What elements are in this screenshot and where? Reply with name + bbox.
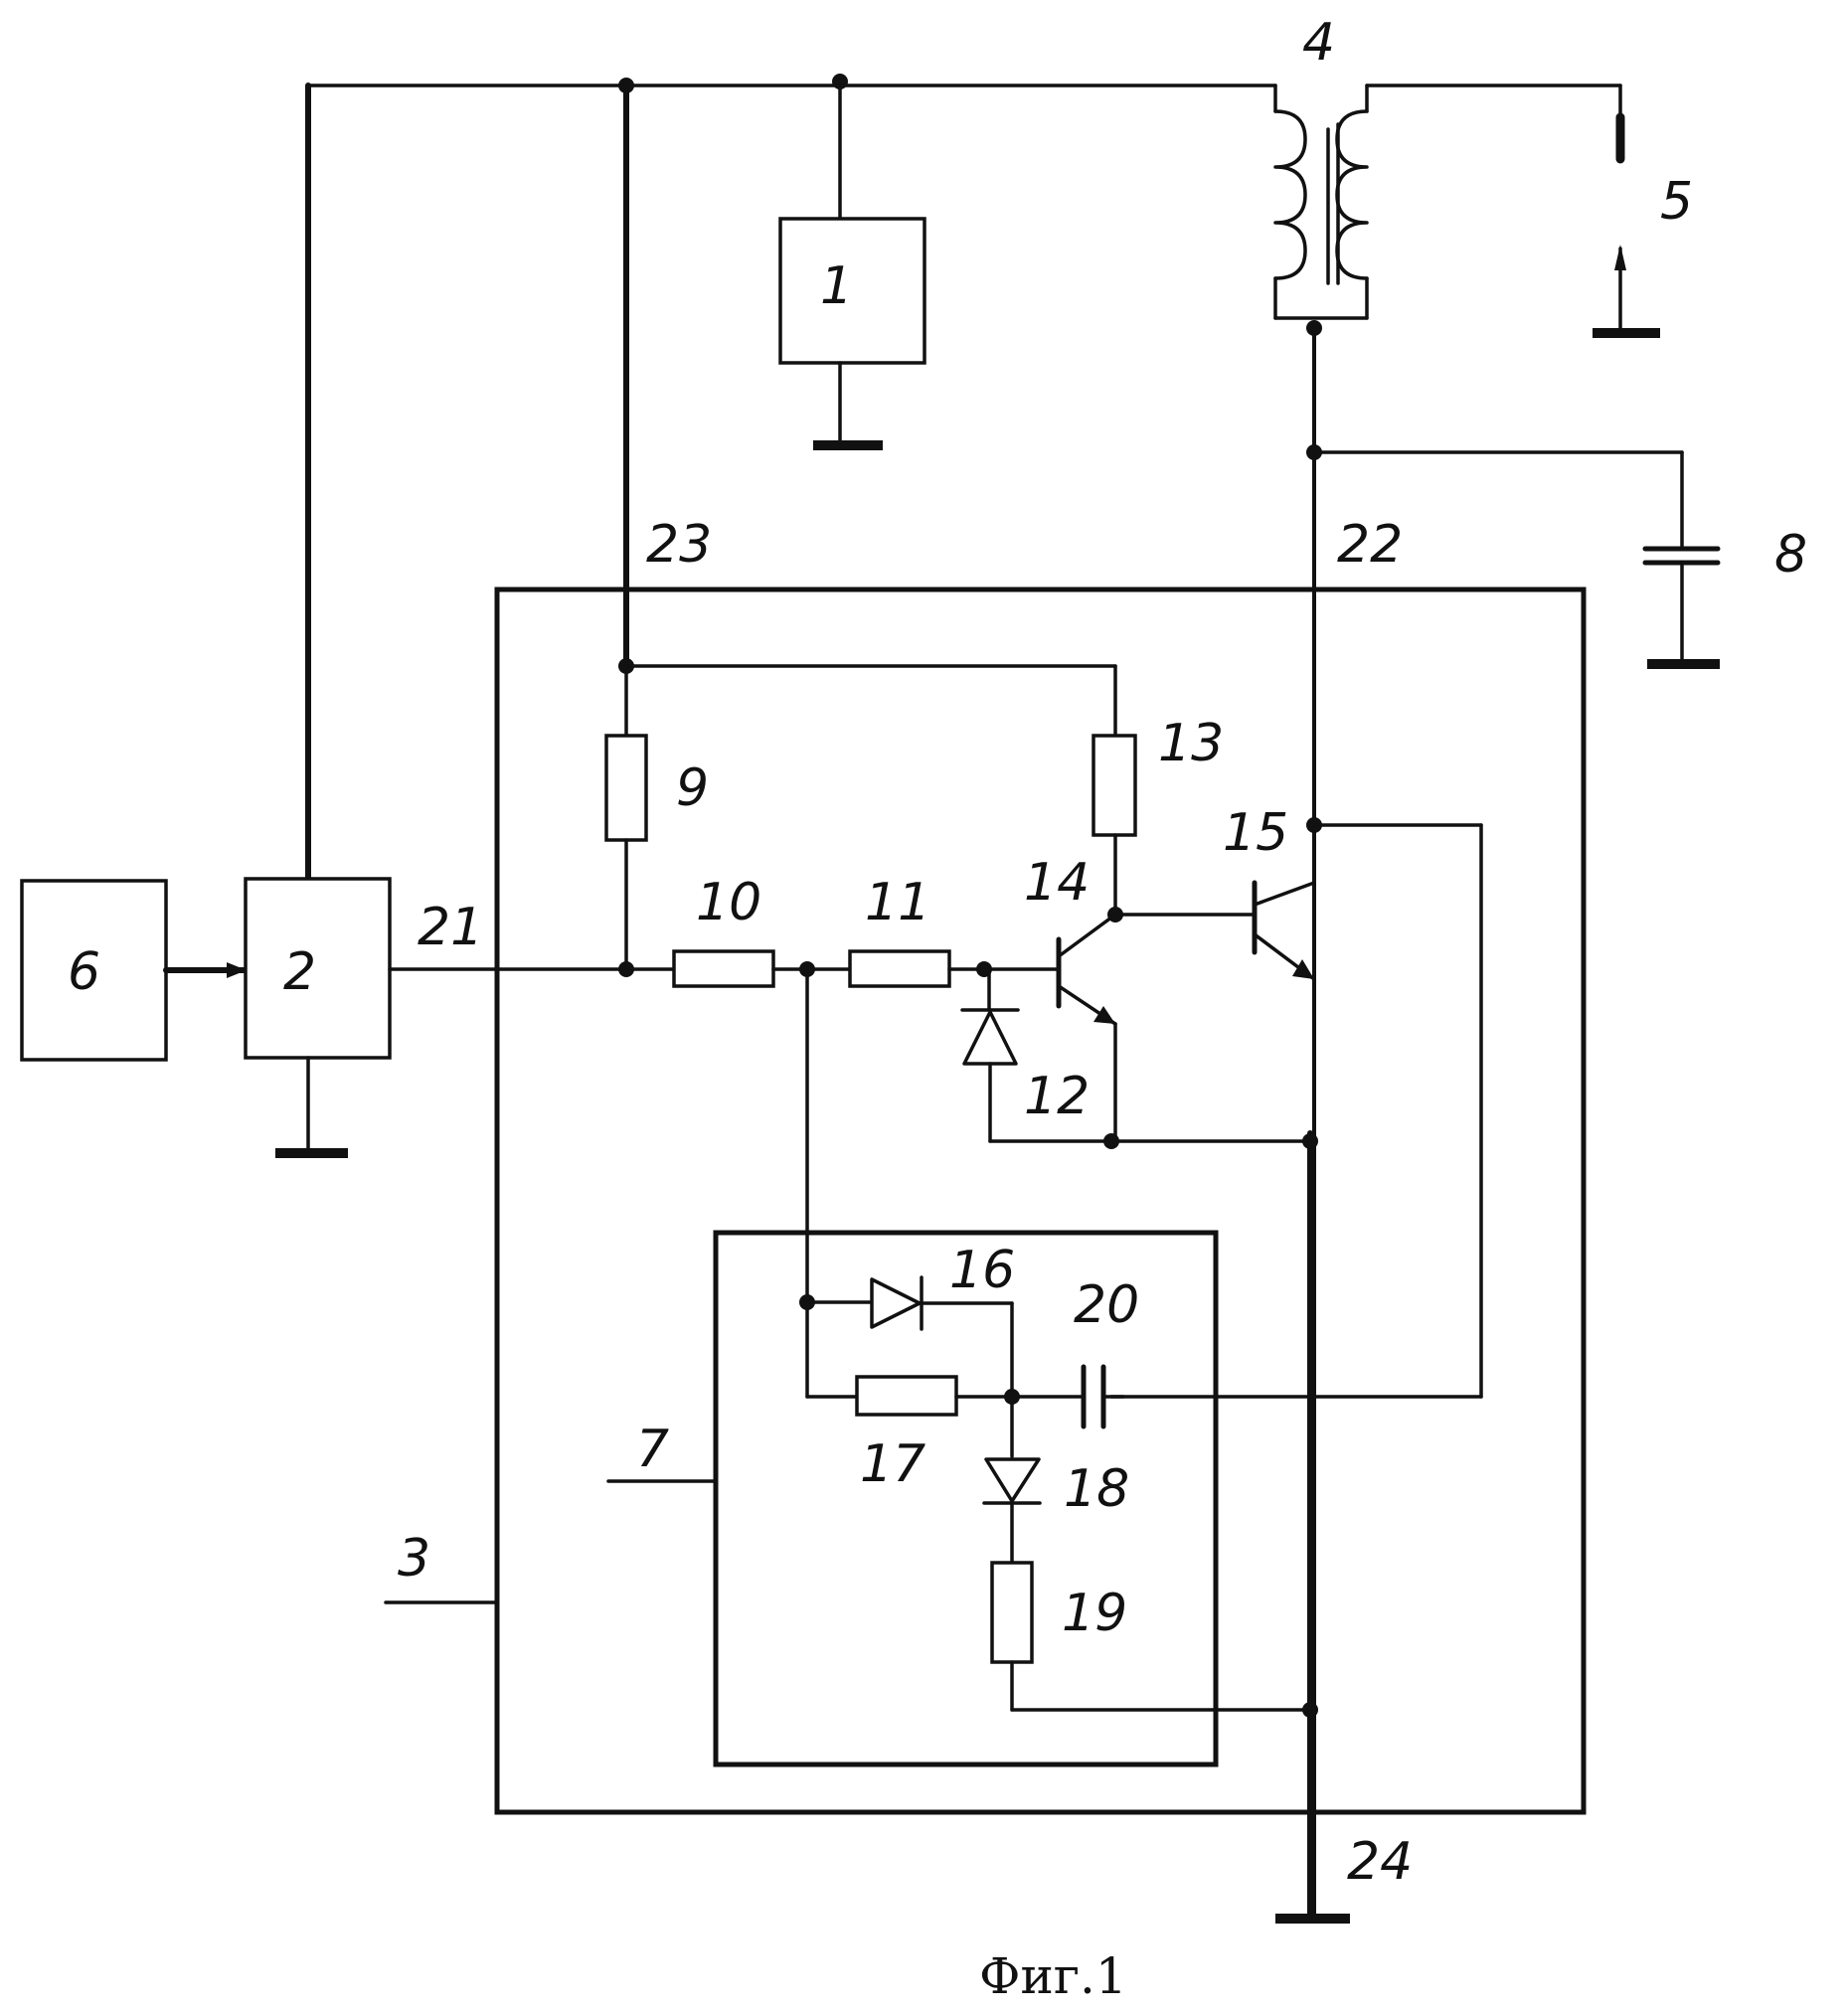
resistor-13 — [1093, 736, 1135, 835]
junction-dot — [618, 78, 634, 93]
label-16: 16 — [949, 1241, 1015, 1300]
label-23: 23 — [646, 515, 712, 575]
label-21: 21 — [418, 898, 483, 957]
ignition-coil-4 — [1275, 85, 1367, 318]
label-1: 1 — [820, 256, 853, 316]
label-22: 22 — [1337, 515, 1403, 575]
block-7-frame — [716, 1233, 1216, 1764]
label-3: 3 — [398, 1529, 430, 1589]
label-9: 9 — [676, 758, 709, 818]
label-20: 20 — [1074, 1275, 1139, 1335]
label-12: 12 — [1024, 1067, 1090, 1126]
label-17: 17 — [860, 1434, 925, 1494]
label-24: 24 — [1347, 1832, 1413, 1892]
label-19: 19 — [1062, 1584, 1127, 1643]
block-3-frame — [497, 589, 1584, 1812]
label-18: 18 — [1064, 1459, 1129, 1519]
label-13: 13 — [1158, 714, 1224, 773]
figure-caption: Фиг.1 — [979, 1947, 1127, 2005]
label-8: 8 — [1774, 525, 1807, 585]
label-15: 15 — [1223, 803, 1288, 863]
diode-18 — [986, 1459, 1039, 1501]
junction-dot — [618, 961, 634, 977]
spark-plug-electrode-tip — [1614, 245, 1626, 270]
diode-16 — [872, 1279, 920, 1327]
resistor-19 — [992, 1563, 1032, 1662]
arrow-6-to-2 — [227, 962, 247, 978]
resistor-17 — [857, 1377, 956, 1415]
resistor-11 — [850, 951, 949, 986]
label-4: 4 — [1302, 13, 1335, 73]
label-11: 11 — [865, 873, 930, 932]
diode-12 — [964, 1012, 1016, 1064]
label-14: 14 — [1024, 853, 1090, 913]
junction-dot — [1302, 1133, 1318, 1149]
resistor-10 — [674, 951, 773, 986]
label-5: 5 — [1660, 172, 1693, 232]
block-2 — [246, 879, 390, 1058]
label-10: 10 — [696, 873, 761, 932]
resistor-9 — [606, 736, 646, 840]
label-7: 7 — [636, 1420, 669, 1479]
label-2: 2 — [283, 942, 316, 1002]
junction-dot — [1302, 1702, 1318, 1718]
label-6: 6 — [68, 942, 100, 1002]
